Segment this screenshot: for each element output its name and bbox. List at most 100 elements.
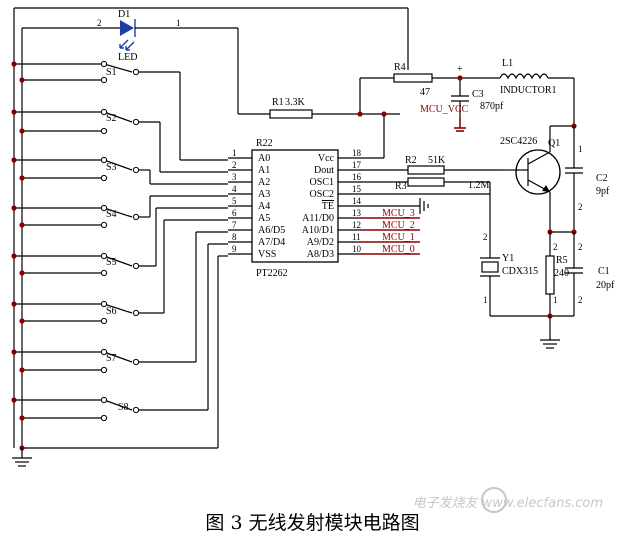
r5-value: 240 [554, 268, 569, 279]
d1-ref: D1 [118, 9, 130, 20]
pin-marks: 2 2 1 2 2 1 2 1 [483, 144, 583, 305]
crystal-y1: Y1 CDX315 [480, 194, 538, 316]
chip-right-pin-number: 13 [352, 208, 362, 218]
r5-pin-bottom: 1 [553, 295, 558, 305]
l1-label: L1 [502, 58, 513, 69]
r4-label: R4 [394, 62, 406, 73]
c2-pin-top: 1 [578, 144, 583, 154]
c1-pin-top: 2 [578, 242, 583, 252]
r2-label: R2 [405, 155, 417, 166]
switch-s3-label: S3 [106, 162, 117, 173]
chip-right-pin-number: 16 [352, 172, 362, 182]
switch-s8-label: S8 [118, 402, 129, 413]
y1-part: CDX315 [502, 266, 538, 277]
chip-right-pin-number: 18 [352, 148, 362, 158]
chip-left-pin-name: A0 [258, 153, 270, 164]
resistor-r1: R1 3.3K [269, 97, 313, 119]
chip-right-pin-number: 10 [352, 244, 362, 254]
r3-value: 1.2M [468, 180, 490, 191]
d1-pin-k: 1 [176, 18, 181, 28]
chip-right-pin-name: OSC1 [310, 177, 334, 188]
r5-label: R5 [556, 255, 568, 266]
switch-s2-label: S2 [106, 113, 117, 124]
r5-pin-top: 2 [553, 242, 558, 252]
r4-value: 47 [420, 87, 430, 98]
resistor-r3: R3 1.2M [395, 177, 490, 192]
chip-right-pin-name: A11/D0 [302, 213, 334, 224]
figure-caption: 图 3 无线发射模块电路图 [205, 512, 420, 534]
switch-s4-label: S4 [106, 209, 117, 220]
ground-right [490, 313, 574, 349]
watermark: 电子发烧友 www.elecfans.com [412, 496, 603, 511]
r3-label: R3 [395, 181, 407, 192]
mcu-label-2: MCU_2 [382, 220, 415, 231]
circuit-schematic: D1 2 1 LED S1 S2 S3 [11, 7, 615, 467]
chip-left-pin-number: 6 [232, 208, 237, 218]
chip-right-pin-number: 17 [352, 160, 362, 170]
chip-left-pin-number: 9 [232, 244, 237, 254]
chip-left-pin-name: A4 [258, 201, 270, 212]
watermark-logo-icon [481, 487, 507, 513]
d1-name: LED [118, 52, 137, 63]
chip-left-pin-name: A3 [258, 189, 270, 200]
resistor-r5: R5 240 [545, 232, 569, 316]
chip-right-pin-number: 12 [352, 220, 361, 230]
chip-left-pin-name: A5 [258, 213, 270, 224]
chip-right-pin-number: 14 [352, 196, 362, 206]
q1-label: Q1 [548, 138, 560, 149]
chip-ref: R22 [256, 138, 273, 149]
resistor-r2: R2 51K [405, 155, 446, 175]
y1-label: Y1 [502, 253, 514, 264]
c3-label: C3 [472, 89, 484, 100]
chip-left-pin-name: A7/D4 [258, 237, 285, 248]
chip-right-pin-name: A9/D2 [307, 237, 334, 248]
switch-s1-label: S1 [106, 67, 117, 78]
inductor-l1: L1 INDUCTOR1 [499, 58, 575, 126]
ground-left [12, 448, 32, 467]
mcu-label-1: MCU_1 [382, 232, 415, 243]
capacitor-c1: C1 20pf [565, 232, 615, 316]
mcu-label-3: MCU_3 [382, 208, 415, 219]
l1-value: INDUCTOR1 [500, 85, 556, 96]
chip-left-pin-name: A6/D5 [258, 225, 285, 236]
chip-left-pin-number: 2 [232, 160, 237, 170]
r2-value: 51K [428, 155, 446, 166]
led-d1: D1 2 1 LED [97, 9, 239, 114]
q1-part: 2SC4226 [500, 136, 537, 147]
c3-value: 870pf [480, 101, 504, 112]
chip-right-pin-name: TE [322, 201, 334, 212]
left-bus [13, 7, 408, 449]
chip-right-pin-name: OSC2 [310, 189, 334, 200]
chip-left-pin-name: A1 [258, 165, 270, 176]
r1-value: 3.3K [285, 97, 306, 108]
chip-left-pin-number: 1 [232, 148, 237, 158]
capacitor-c3: + C3 870pf [451, 64, 504, 132]
d1-pin-a: 2 [97, 18, 102, 28]
switch-s7-label: S7 [106, 353, 117, 364]
r1-label: R1 [272, 97, 284, 108]
chip-left-pin-number: 3 [232, 172, 237, 182]
chip-left-pin-number: 5 [232, 196, 237, 206]
y1-pin-top: 2 [483, 232, 488, 242]
transistor-q1: 2SC4226 Q1 [500, 123, 577, 232]
switch-s6-label: S6 [106, 306, 117, 317]
chip-left-pin-number: 4 [232, 184, 237, 194]
chip-right-pin-number: 15 [352, 184, 362, 194]
chip-right-pin-name: Vcc [318, 153, 335, 164]
chip-left-pin-name: VSS [258, 249, 276, 260]
resistor-r4: R4 47 [393, 62, 500, 98]
c1-value: 20pf [596, 280, 615, 291]
c2-label: C2 [596, 173, 608, 184]
chip-left-pin-number: 7 [232, 220, 237, 230]
c2-pin-bottom: 2 [578, 202, 583, 212]
capacitor-c2: C2 9pf [565, 126, 610, 232]
mcu-lines: MCU_3 MCU_2 MCU_1 MCU_0 [360, 208, 420, 255]
c1-pin-bottom: 2 [578, 295, 583, 305]
chip-right-pin-name: Dout [314, 165, 334, 176]
switch-s5-label: S5 [106, 257, 117, 268]
switch-array: S1 S2 S3 S4 [11, 60, 228, 451]
c2-value: 9pf [596, 186, 610, 197]
chip-left-pin-name: A2 [258, 177, 270, 188]
